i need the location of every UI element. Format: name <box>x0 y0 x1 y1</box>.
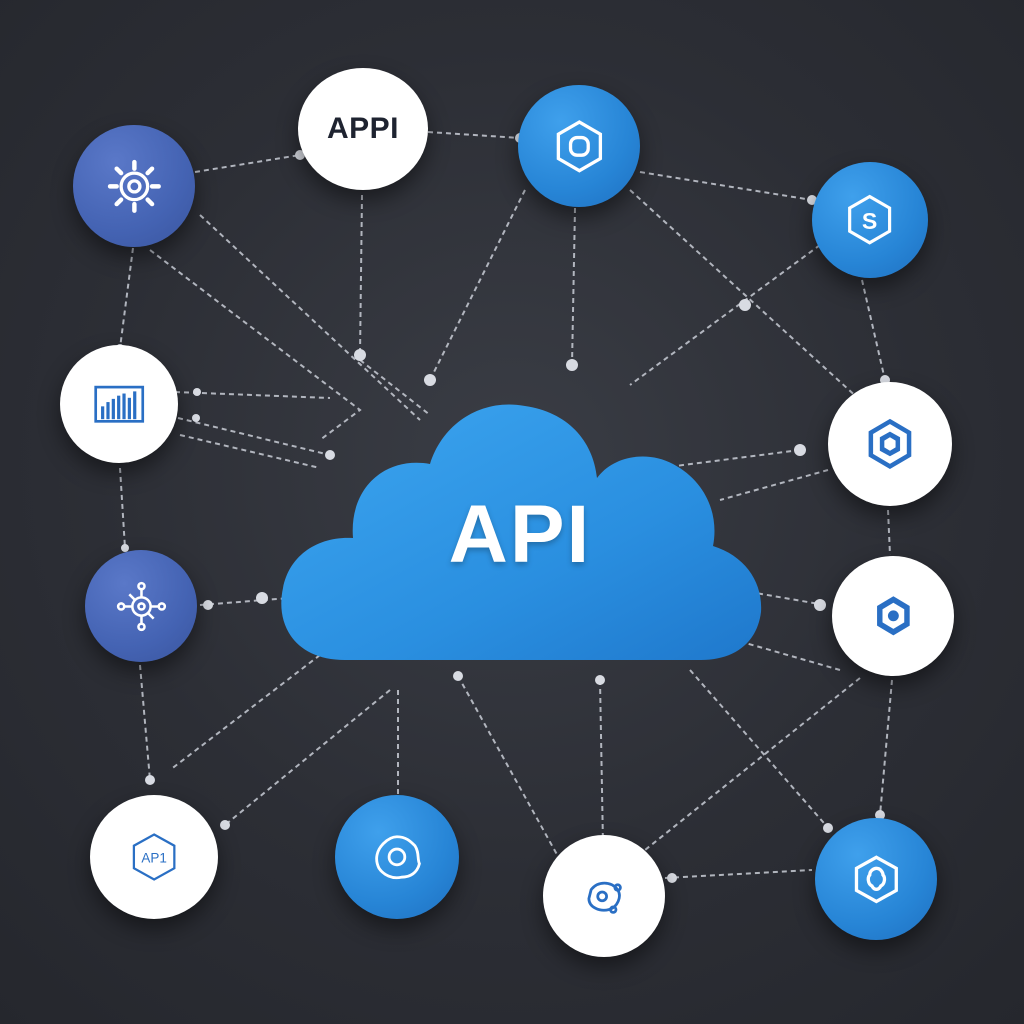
link-network-cloud <box>199 597 291 606</box>
hexagon-cube-icon <box>868 418 912 470</box>
cloud-icon <box>281 404 762 660</box>
hexagon-icon <box>854 854 898 904</box>
node-cog-blob[interactable] <box>335 795 459 919</box>
link-gear-chart <box>119 247 134 349</box>
link-cloud-hexbottom <box>689 669 831 831</box>
molecule-icon <box>587 881 622 914</box>
link-gear-center <box>149 249 362 441</box>
link-hextop-right <box>629 189 861 401</box>
link-molecule-hexbottom <box>664 869 813 879</box>
link-chart-cloud-2 <box>177 417 331 456</box>
link-right1-cloud <box>659 449 801 469</box>
node-hex-right-1[interactable] <box>828 382 952 506</box>
link-shex-right1 <box>861 279 886 381</box>
link-cloud-molecule-2 <box>599 679 604 846</box>
node-s-hex[interactable]: S <box>812 162 928 278</box>
cog-blob-icon <box>375 835 421 880</box>
link-chart-cloud-3 <box>179 434 321 469</box>
link-hextop-left <box>429 189 526 381</box>
link-appi-down <box>359 194 363 356</box>
link-hextop-shex <box>639 171 813 201</box>
bar-chart-icon <box>94 385 144 423</box>
link-right1-cloud-2 <box>719 469 829 501</box>
node-hex-bottom[interactable] <box>815 818 937 940</box>
api-cloud: API <box>275 360 765 670</box>
link-gear-appi <box>194 154 301 173</box>
node-hex-top[interactable] <box>518 85 640 207</box>
api-hexagon-icon: AP1 <box>132 833 176 881</box>
hexagon-badge-icon <box>876 596 910 636</box>
s-hex-label: S <box>862 208 877 234</box>
gear-icon <box>107 159 161 213</box>
node-hex-right-2[interactable] <box>832 556 954 676</box>
node-molecule[interactable] <box>543 835 665 957</box>
node-network[interactable] <box>85 550 197 662</box>
link-right2-molecule <box>619 677 861 871</box>
node-gear[interactable] <box>73 125 195 247</box>
link-shex-cloud <box>629 244 821 386</box>
s-hexagon-icon: S <box>848 195 892 245</box>
link-chart-network <box>119 467 126 549</box>
network-cog-icon <box>116 581 166 631</box>
node-api-badge[interactable]: AP1 <box>90 795 218 919</box>
node-appi[interactable]: APPI <box>298 68 428 190</box>
link-appi-hextop <box>427 131 521 139</box>
link-cloud-molecule <box>457 675 561 861</box>
link-appi-cloud <box>359 359 431 416</box>
api-badge-label: AP1 <box>141 851 166 866</box>
hexagon-icon <box>556 119 602 173</box>
link-network-apibadge <box>139 664 151 781</box>
cloud-api-label: API <box>448 489 592 580</box>
link-right2-hexbottom <box>879 679 893 816</box>
node-chart[interactable] <box>60 345 178 463</box>
link-right1-right2 <box>887 509 891 556</box>
link-chart-cloud-1 <box>174 391 331 399</box>
link-right2-cloud <box>749 591 826 606</box>
link-hextop-cloud <box>571 207 576 366</box>
appi-label: APPI <box>326 112 400 145</box>
link-cloud-apibadge <box>169 654 321 771</box>
